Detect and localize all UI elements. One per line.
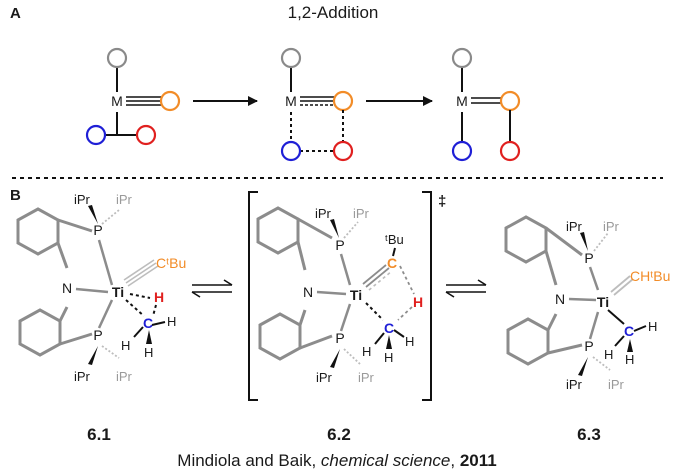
phosphorus-top: P	[93, 222, 102, 238]
ctbu-label: CᵗBu	[156, 255, 186, 271]
c-blue-label: C	[624, 323, 634, 339]
citation-authors: Mindiola and Baik,	[177, 451, 321, 470]
compound-label-6-2: 6.2	[327, 425, 351, 444]
panel-a-title: 1,2-Addition	[288, 3, 379, 22]
ts-double-dagger: ‡	[438, 193, 446, 210]
h-label: H	[362, 344, 371, 359]
titanium-label: Ti	[350, 287, 362, 303]
panel-a-label: A	[10, 5, 21, 22]
ipr-top-dark: iPr	[566, 219, 583, 234]
ipr-top-dark: iPr	[74, 192, 91, 207]
equilibrium-arrow-2	[445, 279, 487, 298]
phosphorus-bottom: P	[335, 330, 344, 346]
compound-6-2: N P P iPr iPr iPr iPr Ti ᵗBu C H C H H H	[256, 206, 423, 385]
nitrogen-label: N	[555, 291, 565, 307]
phosphorus-bottom: P	[584, 338, 593, 354]
c-orange-label: C	[387, 255, 397, 271]
metal-symbol: M	[285, 93, 297, 109]
ipr-top-light: iPr	[603, 219, 620, 234]
phosphorus-bottom: P	[93, 327, 102, 343]
h-label: H	[144, 345, 153, 360]
c-blue-label: C	[384, 320, 394, 336]
c-blue-label: C	[143, 315, 153, 331]
nitrogen-label: N	[62, 280, 72, 296]
ts-bracket-left	[248, 191, 258, 401]
ts-bracket-right	[422, 191, 432, 401]
nitrogen-label: N	[303, 284, 313, 300]
metal-symbol: M	[456, 93, 468, 109]
citation-journal: chemical science	[321, 451, 450, 470]
compound-6-3: N P P iPr iPr iPr iPr Ti CHᵗBu C H H H	[504, 215, 670, 392]
chtbu-label: CHᵗBu	[630, 268, 670, 284]
ipr-top-dark: iPr	[315, 206, 332, 221]
h-label: H	[625, 352, 634, 367]
ipr-bottom-light: iPr	[608, 377, 625, 392]
h-label: H	[121, 338, 130, 353]
citation-sep: ,	[450, 451, 459, 470]
phosphorus-top: P	[335, 237, 344, 253]
compound-label-6-3: 6.3	[577, 425, 601, 444]
h-label: H	[604, 347, 613, 362]
titanium-label: Ti	[112, 284, 124, 300]
phosphorus-top: P	[584, 250, 593, 266]
ipr-bottom-dark: iPr	[316, 370, 333, 385]
h-label: H	[384, 350, 393, 365]
scheme-a-transition: M	[280, 47, 354, 162]
scheme-a-reactant: M	[85, 47, 181, 146]
equilibrium-arrow-1	[191, 279, 233, 298]
h-red-label: H	[413, 294, 423, 310]
panel-b-label: B	[10, 187, 21, 204]
compound-label-6-1: 6.1	[87, 425, 111, 444]
h-label: H	[167, 314, 176, 329]
citation: Mindiola and Baik, chemical science, 201…	[177, 451, 496, 470]
compound-6-1: N P P iPr iPr iPr iPr Ti CᵗBu H C H H H	[16, 192, 186, 384]
ipr-top-light: iPr	[116, 192, 133, 207]
h-red-label: H	[154, 289, 164, 305]
titanium-label: Ti	[597, 294, 609, 310]
scheme-a-product: M	[451, 47, 521, 162]
ipr-bottom-light: iPr	[358, 370, 375, 385]
ipr-bottom-light: iPr	[116, 369, 133, 384]
ipr-top-light: iPr	[353, 206, 370, 221]
h-label: H	[405, 334, 414, 349]
citation-year: 2011	[460, 451, 497, 470]
h-label: H	[648, 319, 657, 334]
tbu-label: ᵗBu	[385, 232, 404, 247]
metal-symbol: M	[111, 93, 123, 109]
ipr-bottom-dark: iPr	[74, 369, 91, 384]
ipr-bottom-dark: iPr	[566, 377, 583, 392]
